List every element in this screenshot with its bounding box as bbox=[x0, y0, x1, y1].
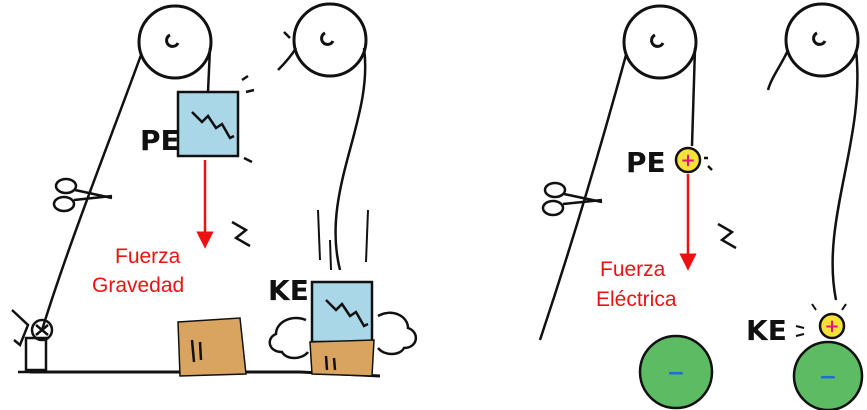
negative-charge-icon: − bbox=[667, 361, 685, 386]
impact-cloud-icon bbox=[378, 313, 416, 354]
rope bbox=[692, 48, 695, 146]
speed-lines bbox=[318, 210, 368, 270]
force-label-line2: Eléctrica bbox=[596, 288, 677, 311]
crushed-box bbox=[310, 340, 374, 376]
pe-label: PE bbox=[626, 146, 666, 179]
electric-panel: PE + Fuerza Eléctrica − KE + bbox=[540, 4, 862, 410]
negative-sphere: − bbox=[794, 342, 862, 410]
motion-ticks bbox=[704, 158, 712, 170]
force-label-line1: Fuerza bbox=[115, 245, 181, 268]
block-low bbox=[312, 282, 372, 342]
positive-charge-icon: + bbox=[820, 314, 844, 338]
pe-label: PE bbox=[140, 124, 180, 157]
motion-ticks bbox=[242, 76, 254, 162]
motion-squiggle bbox=[232, 222, 250, 246]
negative-charge-icon: − bbox=[819, 365, 837, 390]
motion-squiggle bbox=[718, 224, 736, 248]
negative-sphere: − bbox=[640, 336, 712, 408]
box-base bbox=[178, 318, 246, 376]
winch-crank-icon bbox=[12, 310, 56, 372]
gravity-panel: PE Fuerza Gravedad KE bbox=[12, 4, 416, 376]
ke-label: KE bbox=[746, 314, 787, 347]
pulley-icon bbox=[786, 4, 858, 76]
loose-rope bbox=[768, 50, 788, 90]
scissors-icon bbox=[54, 179, 112, 211]
svg-text:+: + bbox=[680, 150, 695, 171]
pulley-icon bbox=[139, 6, 211, 78]
rope bbox=[833, 50, 858, 300]
scissors-icon bbox=[543, 183, 602, 215]
impact-cloud-icon bbox=[270, 318, 308, 358]
pulley-icon bbox=[624, 6, 696, 78]
force-label-line2: Gravedad bbox=[92, 274, 184, 297]
rope bbox=[336, 48, 366, 270]
positive-charge-icon: + bbox=[676, 148, 700, 172]
ke-label: KE bbox=[268, 274, 309, 307]
force-label-line1: Fuerza bbox=[600, 258, 666, 281]
pulley-icon bbox=[294, 4, 366, 76]
svg-text:+: + bbox=[824, 316, 839, 337]
block-high bbox=[178, 92, 238, 156]
